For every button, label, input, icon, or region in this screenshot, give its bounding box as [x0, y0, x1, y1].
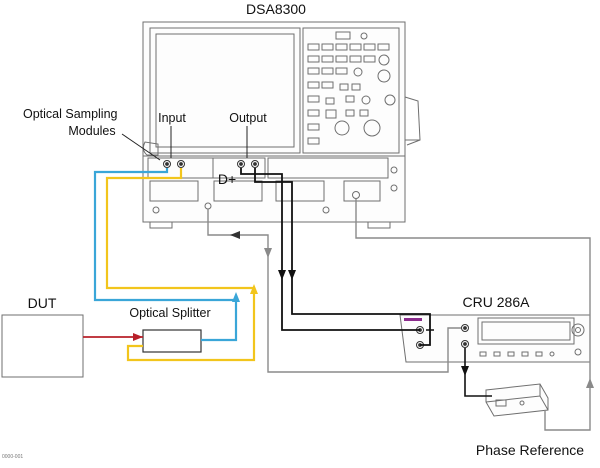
dsa8300-title: DSA8300: [246, 1, 306, 17]
phase-reference-label: Phase Reference: [476, 442, 584, 458]
optical-modules-line1: Optical Sampling: [23, 107, 118, 121]
arrow-down-icon: [288, 270, 296, 280]
arrow-down-icon: [278, 270, 286, 280]
dut-label: DUT: [28, 295, 57, 311]
arrow-right-icon: [133, 333, 143, 341]
trigger-cable-gray: [207, 209, 461, 373]
dut-box: [1, 314, 84, 378]
d-plus-label: D+: [218, 171, 236, 187]
phase-reference-return-cable: [355, 199, 591, 431]
optical-splitter-label: Optical Splitter: [129, 306, 210, 320]
optical-modules-line2: Modules: [68, 124, 115, 138]
arrow-down-icon: [461, 366, 469, 376]
electrical-cable-d-plus: [240, 168, 420, 331]
cru-clock-connectors[interactable]: [461, 324, 469, 348]
arrow-up-icon: [232, 292, 240, 302]
callout-lines: [121, 126, 248, 161]
optical-input-connectors[interactable]: [163, 160, 185, 168]
arrow-up-icon: [586, 378, 594, 388]
output-label: Output: [229, 111, 267, 125]
dsa8300-instrument: [142, 21, 421, 229]
direction-arrows: [133, 231, 594, 388]
optical-splitter-box: [142, 329, 202, 353]
arrow-down-icon: [264, 248, 272, 258]
cru-286a-instrument: [399, 314, 591, 363]
phase-reference-module: [485, 383, 549, 417]
clock-cable-to-phase-reference: [464, 348, 492, 397]
electrical-output-connectors[interactable]: [237, 160, 259, 168]
cru-286a-label: CRU 286A: [463, 294, 531, 310]
arrow-up-icon: [250, 284, 258, 294]
arrow-left-icon: [230, 231, 240, 239]
blue-optical-fiber: [93, 168, 238, 342]
input-label: Input: [158, 111, 186, 125]
figure-code: 0000-001: [2, 454, 23, 460]
optical-sampling-modules-label: Optical Sampling Modules: [23, 107, 121, 138]
electrical-cable-d-minus: [254, 168, 431, 346]
